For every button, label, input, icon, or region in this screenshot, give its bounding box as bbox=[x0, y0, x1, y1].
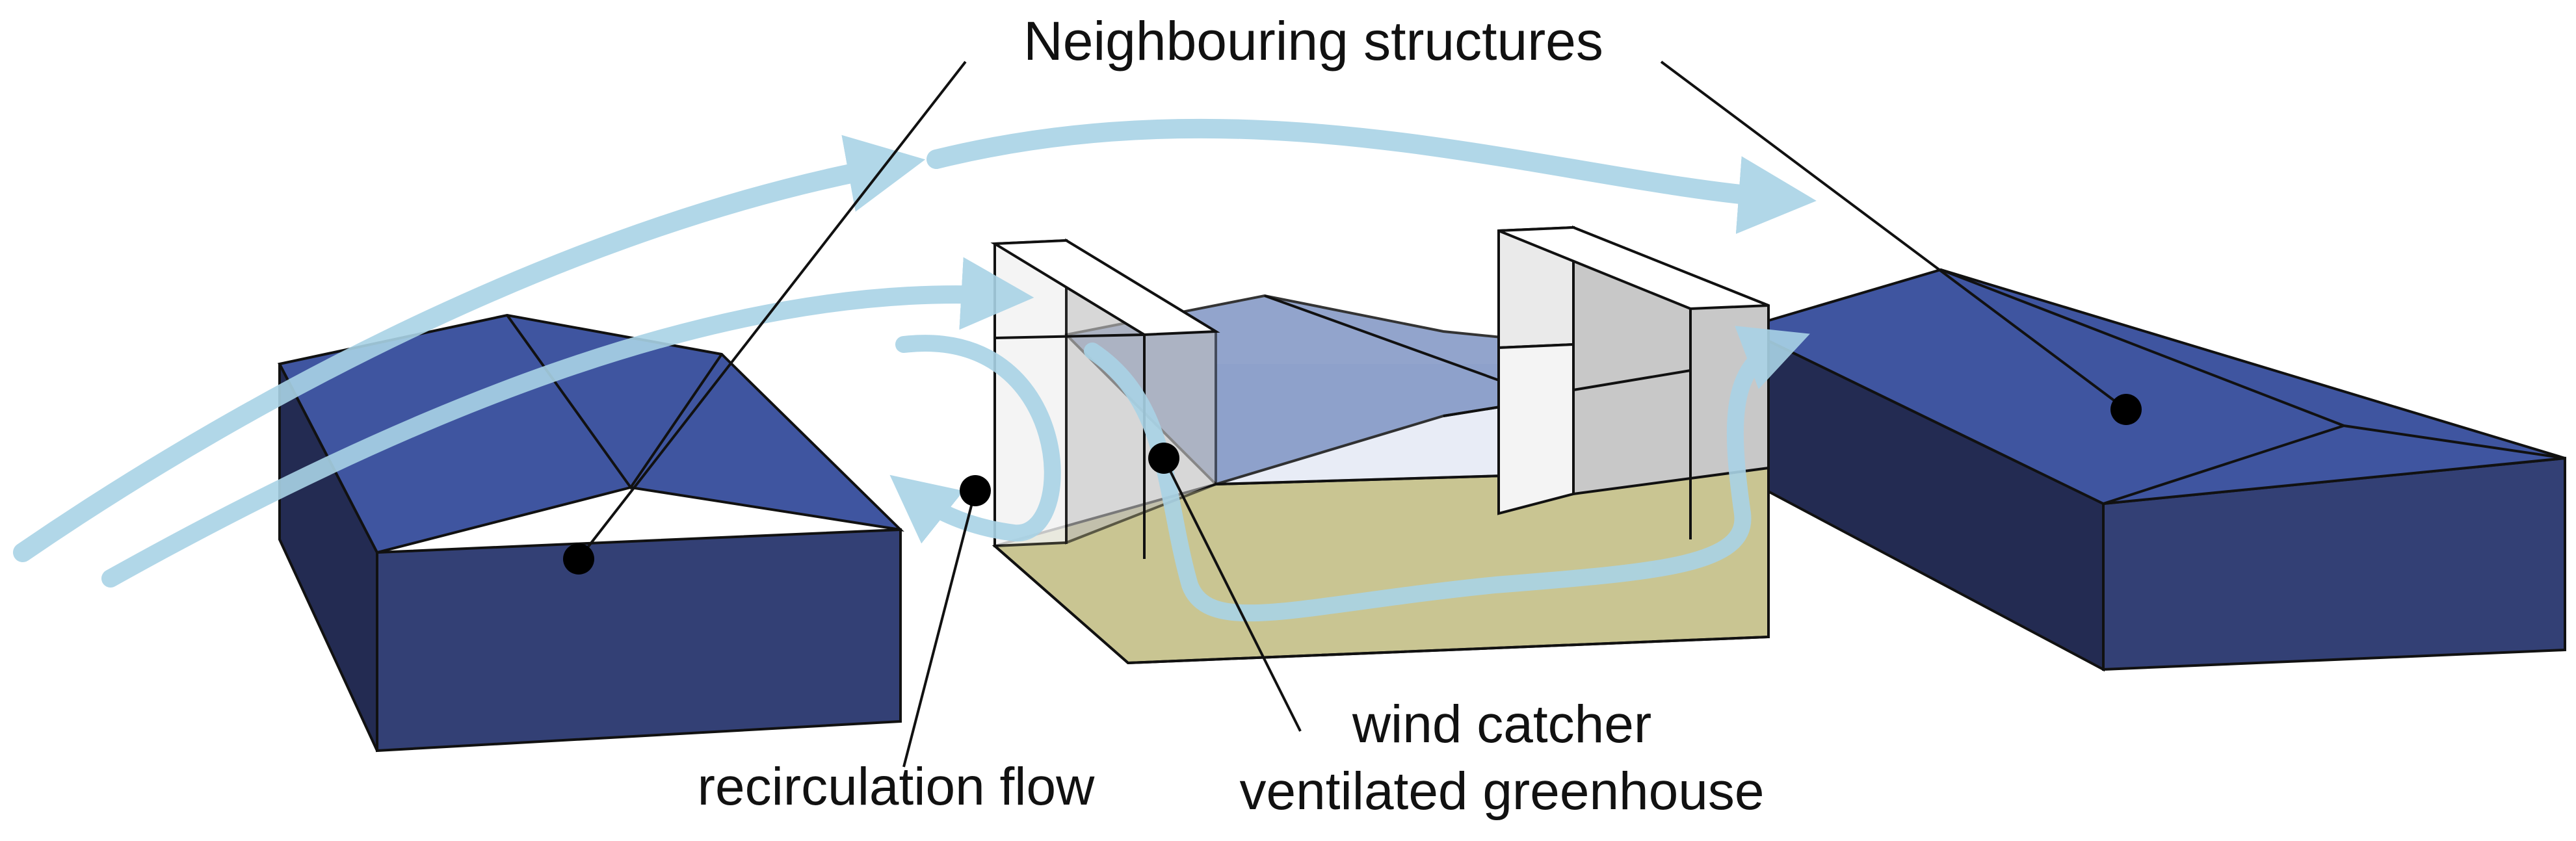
marker-dot-recirculation bbox=[960, 475, 991, 506]
leader-lines bbox=[577, 60, 2127, 768]
marker-dot-right-building bbox=[2110, 394, 2142, 425]
left-tower-top bbox=[990, 239, 1220, 337]
label-neighbouring-structures: Neighbouring structures bbox=[1023, 10, 1603, 71]
right-tower-divider bbox=[1573, 369, 1691, 391]
right-neighbouring-building bbox=[1739, 268, 2566, 672]
label-ventilated-greenhouse: ventilated greenhouse bbox=[1240, 762, 1765, 821]
right-building-hip bbox=[2103, 424, 2345, 505]
leader-wind-catcher bbox=[1163, 458, 1302, 732]
left-neighbouring-building bbox=[278, 313, 904, 753]
airflow-into-greenhouse-arrow bbox=[101, 257, 1034, 588]
label-recirculation-flow: recirculation flow bbox=[698, 757, 1095, 816]
airflow-recirculation-arrow bbox=[889, 335, 1061, 544]
label-wind-catcher: wind catcher bbox=[1352, 695, 1651, 754]
leader-recirculation bbox=[902, 490, 977, 768]
leader-neighbouring-right bbox=[1660, 60, 2127, 411]
marker-dot-wind-catcher bbox=[1148, 443, 1179, 474]
marker-dots bbox=[563, 394, 2142, 575]
right-tower-lower-face bbox=[1497, 343, 1575, 515]
right-tower-top bbox=[1498, 226, 1769, 311]
airflow-streams bbox=[13, 118, 1817, 622]
greenhouse-front-outline bbox=[993, 244, 1770, 665]
leader-neighbouring-left bbox=[577, 60, 967, 560]
airflow-top-arrow bbox=[927, 118, 1817, 234]
left-building-front bbox=[376, 528, 902, 753]
left-tower-divider bbox=[994, 333, 1145, 339]
airflow-upper-left-arrow bbox=[13, 135, 926, 562]
airflow-exit-arrow bbox=[1726, 326, 1810, 522]
marker-dot-left-building bbox=[563, 543, 594, 575]
